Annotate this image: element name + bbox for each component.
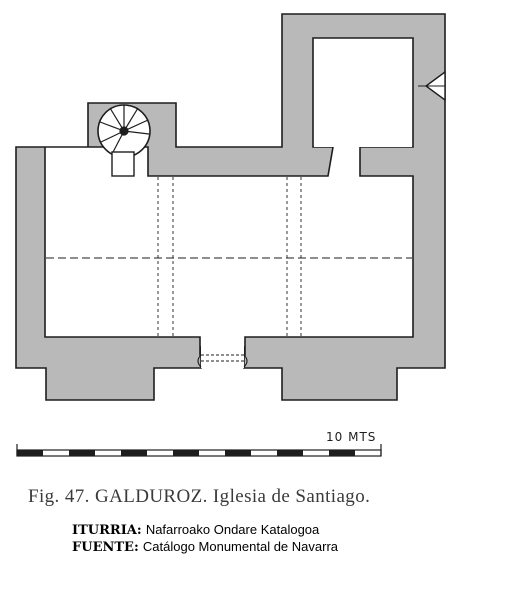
- vault-lines: [46, 177, 412, 336]
- credit-line-iturria: ITURRIA: Nafarroako Ondare Katalogoa: [72, 522, 319, 539]
- credit-value: Nafarroako Ondare Katalogoa: [145, 522, 320, 537]
- window-opening: [418, 70, 446, 102]
- credit-label: FUENTE:: [72, 540, 139, 555]
- credit-line-fuente: FUENTE: Catálogo Monumental de Navarra: [72, 539, 338, 556]
- scale-bar: [16, 444, 382, 457]
- credit-value: Catálogo Monumental de Navarra: [142, 539, 338, 554]
- tower-chamber-floor: [314, 39, 412, 147]
- scale-label: 10 MTS: [326, 430, 377, 444]
- nave-floor: [46, 177, 412, 336]
- entrance-door: [197, 354, 248, 368]
- credit-label: ITURRIA:: [72, 523, 142, 538]
- entrance-recess: [201, 337, 244, 368]
- figure-caption: Fig. 47. GALDUROZ. Iglesia de Santiago.: [28, 486, 371, 507]
- spiral-staircase: [97, 104, 151, 177]
